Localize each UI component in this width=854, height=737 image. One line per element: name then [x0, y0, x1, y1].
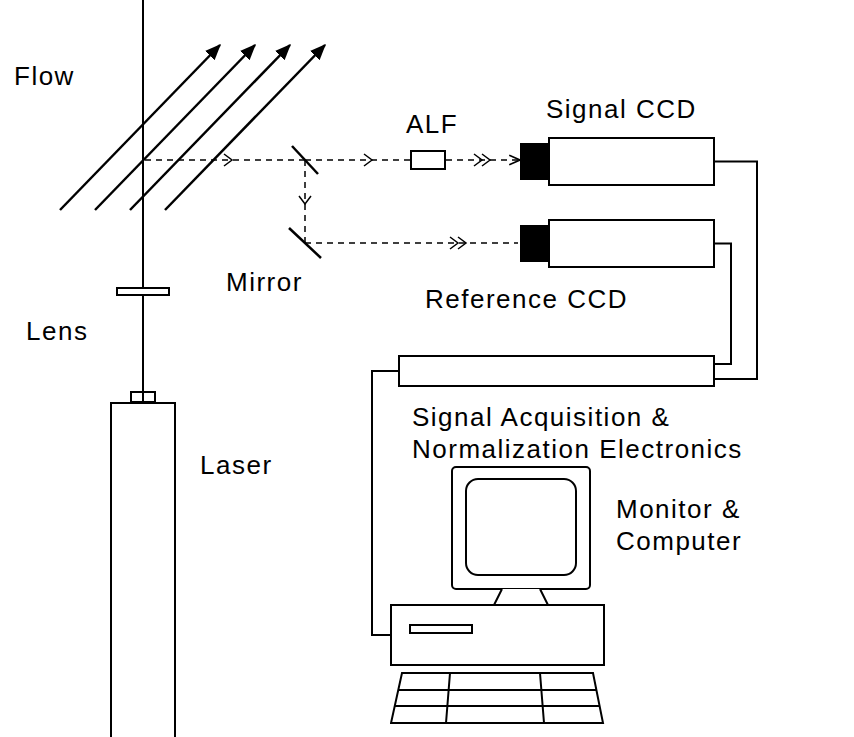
computer: Monitor & Computer: [390, 465, 605, 727]
camera-body: [548, 219, 715, 268]
ccd-camera: Reference CCD: [520, 219, 715, 268]
keyboard: [391, 673, 603, 723]
camera-lens: [520, 143, 548, 180]
scattered-light: [305, 159, 410, 161]
node-label: Signal CCD: [546, 93, 697, 125]
flow-arrow: [60, 45, 220, 210]
light-path: [446, 159, 520, 161]
node-label: Reference CCD: [425, 283, 628, 315]
ccd-camera: Signal CCD: [520, 137, 715, 186]
direction-chevron: [458, 237, 466, 249]
camera-body: [548, 137, 715, 186]
monitor-screen: [466, 479, 576, 575]
flow-label: Flow: [14, 60, 75, 92]
flow-arrow: [165, 45, 325, 210]
signal-wire: [715, 244, 731, 365]
node-label: Laser: [200, 449, 273, 481]
laser-beam: [142, 296, 144, 402]
filter-box: ALF: [410, 150, 446, 170]
drive-slot: [410, 625, 472, 633]
direction-chevron: [299, 196, 311, 204]
reference-light: [305, 242, 518, 244]
computer-drawing: [390, 465, 605, 727]
laser-beam: [142, 0, 144, 287]
reference-light: [304, 160, 306, 243]
direction-chevron: [450, 237, 458, 249]
signal-wire: [715, 162, 757, 380]
electronics-box: Signal Acquisition & Normalization Elect…: [398, 355, 715, 387]
node-label: Monitor & Computer: [616, 493, 786, 557]
mirror-label: Mirror: [226, 266, 303, 298]
monitor-stand: [494, 589, 548, 605]
flow-arrow: [95, 45, 255, 210]
camera-lens: [520, 225, 548, 262]
keyboard-keys: [395, 673, 599, 723]
scattered-light: [145, 159, 305, 161]
system-unit: [391, 605, 604, 665]
direction-chevron: [224, 154, 232, 166]
mirror-symbol: [289, 228, 321, 258]
direction-chevron: [364, 154, 372, 166]
node-label: Lens: [26, 315, 88, 347]
node-label: ALF: [406, 108, 458, 140]
lens-element: Lens: [116, 287, 170, 296]
beam-splitter: [292, 146, 318, 174]
monitor-case: [452, 467, 590, 589]
flow-arrow: [130, 45, 290, 210]
laser-box: Laser: [110, 402, 176, 737]
node-label: Signal Acquisition & Normalization Elect…: [412, 401, 832, 465]
data-cable: [372, 371, 398, 635]
